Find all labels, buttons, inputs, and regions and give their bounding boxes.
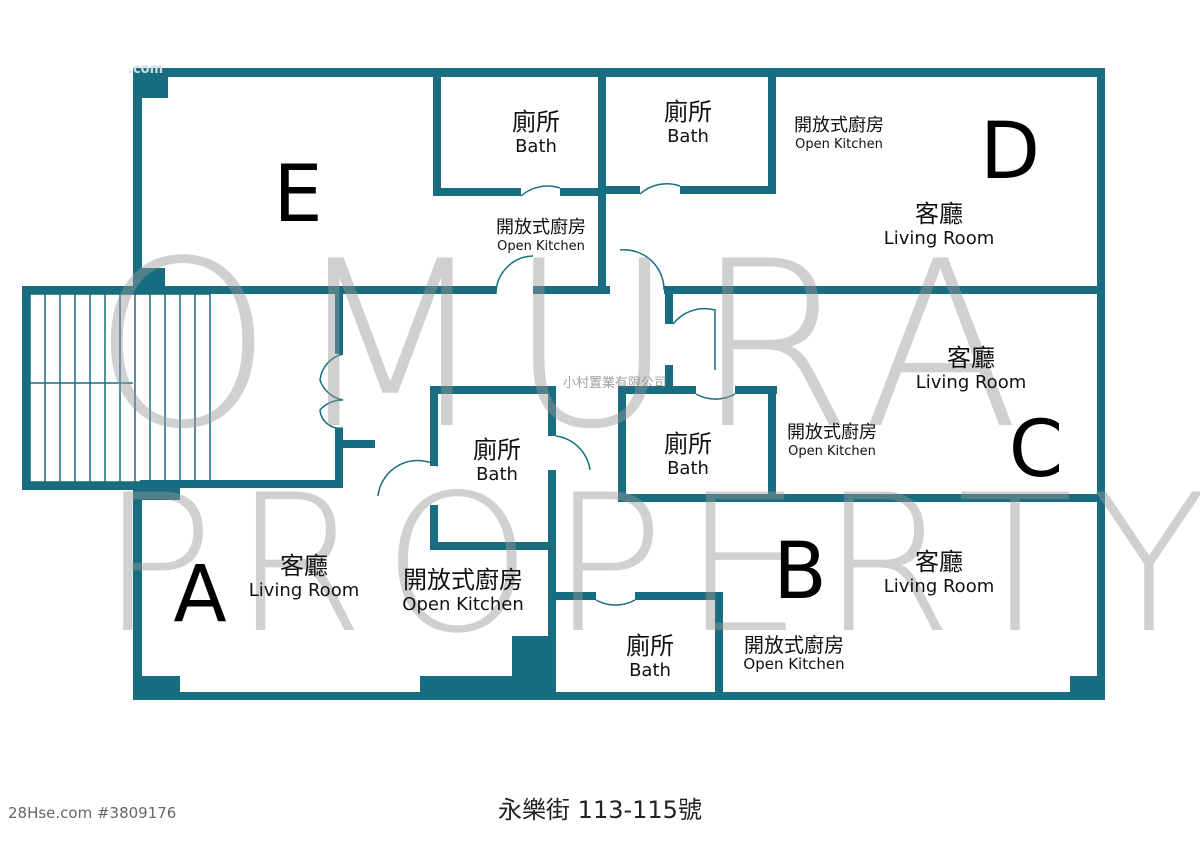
- unit-b-living: 客廳 Living Room: [884, 548, 995, 598]
- room-name-en: Bath: [629, 660, 671, 681]
- room-name-en: Living Room: [883, 228, 995, 249]
- room-name-zh: 廁所: [626, 632, 674, 660]
- room-name-zh: 客廳: [915, 200, 963, 228]
- room-name-en: Open Kitchen: [743, 655, 845, 673]
- room-name-zh: 客廳: [947, 344, 995, 372]
- room-name-en: Living Room: [248, 580, 360, 601]
- unit-a-label: A: [173, 550, 227, 640]
- room-name-en: Bath: [667, 126, 709, 147]
- room-name-zh: 廁所: [664, 430, 712, 458]
- room-name-en: Living Room: [915, 372, 1027, 393]
- room-name-en: Bath: [476, 464, 518, 485]
- unit-c-living: 客廳 Living Room: [916, 344, 1027, 394]
- watermark-company: 小村置業有限公司: [563, 376, 668, 391]
- unit-c-label: C: [1008, 405, 1064, 495]
- room-name-zh: 廁所: [664, 98, 712, 126]
- room-name-zh: 開放式廚房: [794, 115, 884, 136]
- room-name-en: Bath: [667, 458, 709, 479]
- unit-a-bath: 廁所 Bath: [473, 436, 521, 486]
- room-name-en: Open Kitchen: [402, 594, 524, 615]
- address: 永樂街 113-115號: [498, 796, 702, 824]
- room-name-zh: 客廳: [280, 552, 328, 580]
- watermark-line2: PROPERTY: [100, 454, 1200, 675]
- unit-d-bath: 廁所 Bath: [664, 98, 712, 148]
- room-name-zh: 開放式廚房: [496, 217, 586, 238]
- room-name-en: Open Kitchen: [788, 444, 876, 459]
- room-name-zh: 開放式廚房: [402, 566, 523, 594]
- unit-c-kitchen: 開放式廚房 Open Kitchen: [787, 422, 877, 460]
- unit-c-bath: 廁所 Bath: [664, 430, 712, 480]
- unit-e-kitchen: 開放式廚房 Open Kitchen: [496, 217, 586, 255]
- room-name-zh: 廁所: [473, 436, 521, 464]
- listing-credit: 28Hse.com #3809176: [8, 804, 177, 822]
- room-name-en: Open Kitchen: [795, 137, 883, 152]
- unit-a-living: 客廳 Living Room: [249, 552, 360, 602]
- room-name-zh: 開放式廚房: [787, 422, 877, 443]
- unit-a-kitchen: 開放式廚房 Open Kitchen: [402, 566, 523, 616]
- watermark-line1: OMURA: [92, 213, 1038, 480]
- room-name-en: Living Room: [883, 576, 995, 597]
- watermark-site: .com: [128, 62, 164, 77]
- unit-e-label: E: [273, 150, 323, 240]
- unit-d-living: 客廳 Living Room: [884, 200, 995, 250]
- unit-b-bath: 廁所 Bath: [626, 632, 674, 682]
- room-name-en: Bath: [515, 136, 557, 157]
- unit-b-kitchen: 開放式廚房 Open Kitchen: [743, 634, 844, 672]
- unit-e-bath: 廁所 Bath: [512, 108, 560, 158]
- unit-b-label: B: [773, 527, 827, 617]
- unit-d-kitchen: 開放式廚房 Open Kitchen: [794, 115, 884, 153]
- room-name-zh: 開放式廚房: [744, 633, 844, 657]
- room-name-en: Open Kitchen: [497, 239, 585, 254]
- unit-d-label: D: [979, 107, 1041, 197]
- room-name-zh: 客廳: [915, 548, 963, 576]
- room-name-zh: 廁所: [512, 108, 560, 136]
